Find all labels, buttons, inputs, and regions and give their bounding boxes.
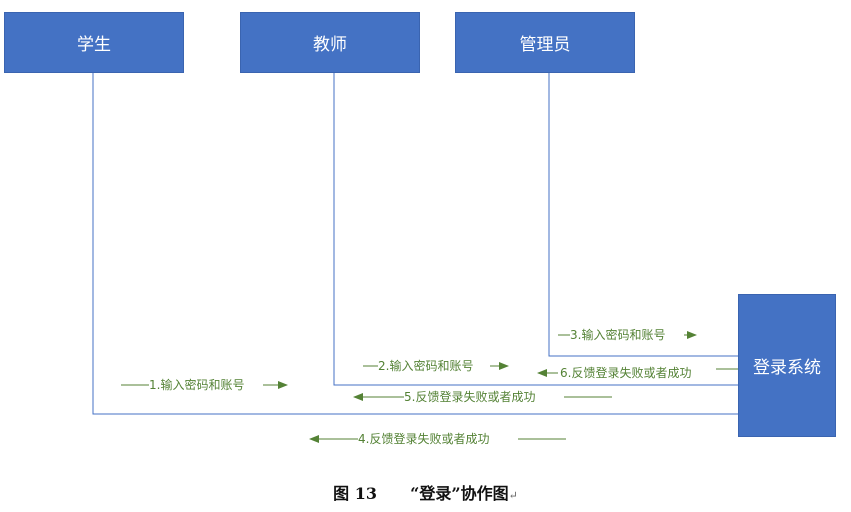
actor-teacher-box: 教师 xyxy=(240,12,420,73)
login-system-label: 登录系统 xyxy=(753,358,821,378)
caption-title: “登录”协作图 xyxy=(410,484,509,503)
actor-teacher-label: 教师 xyxy=(313,35,347,55)
message-1-label: 1.输入密码和账号 xyxy=(149,377,244,392)
actor-student-box: 学生 xyxy=(4,12,184,73)
actor-student-label: 学生 xyxy=(77,35,111,55)
message-4-label: 4.反馈登录失败或者成功 xyxy=(358,431,489,446)
message-3-label: 3.输入密码和账号 xyxy=(570,327,665,342)
actor-admin-label: 管理员 xyxy=(519,35,571,55)
login-system-box: 登录系统 xyxy=(738,294,836,437)
caption-figure-number: 图 13 xyxy=(333,484,378,503)
admin-lifeline xyxy=(548,73,738,357)
message-6-label: 6.反馈登录失败或者成功 xyxy=(560,365,691,380)
student-lifeline xyxy=(92,73,738,415)
message-5-label: 5.反馈登录失败或者成功 xyxy=(404,389,535,404)
actor-admin-box: 管理员 xyxy=(455,12,635,73)
message-2-label: 2.输入密码和账号 xyxy=(378,358,473,373)
figure-caption: 图 13 “登录”协作图↵ xyxy=(0,480,851,504)
teacher-lifeline xyxy=(333,73,738,386)
paragraph-mark-icon: ↵ xyxy=(508,489,518,502)
